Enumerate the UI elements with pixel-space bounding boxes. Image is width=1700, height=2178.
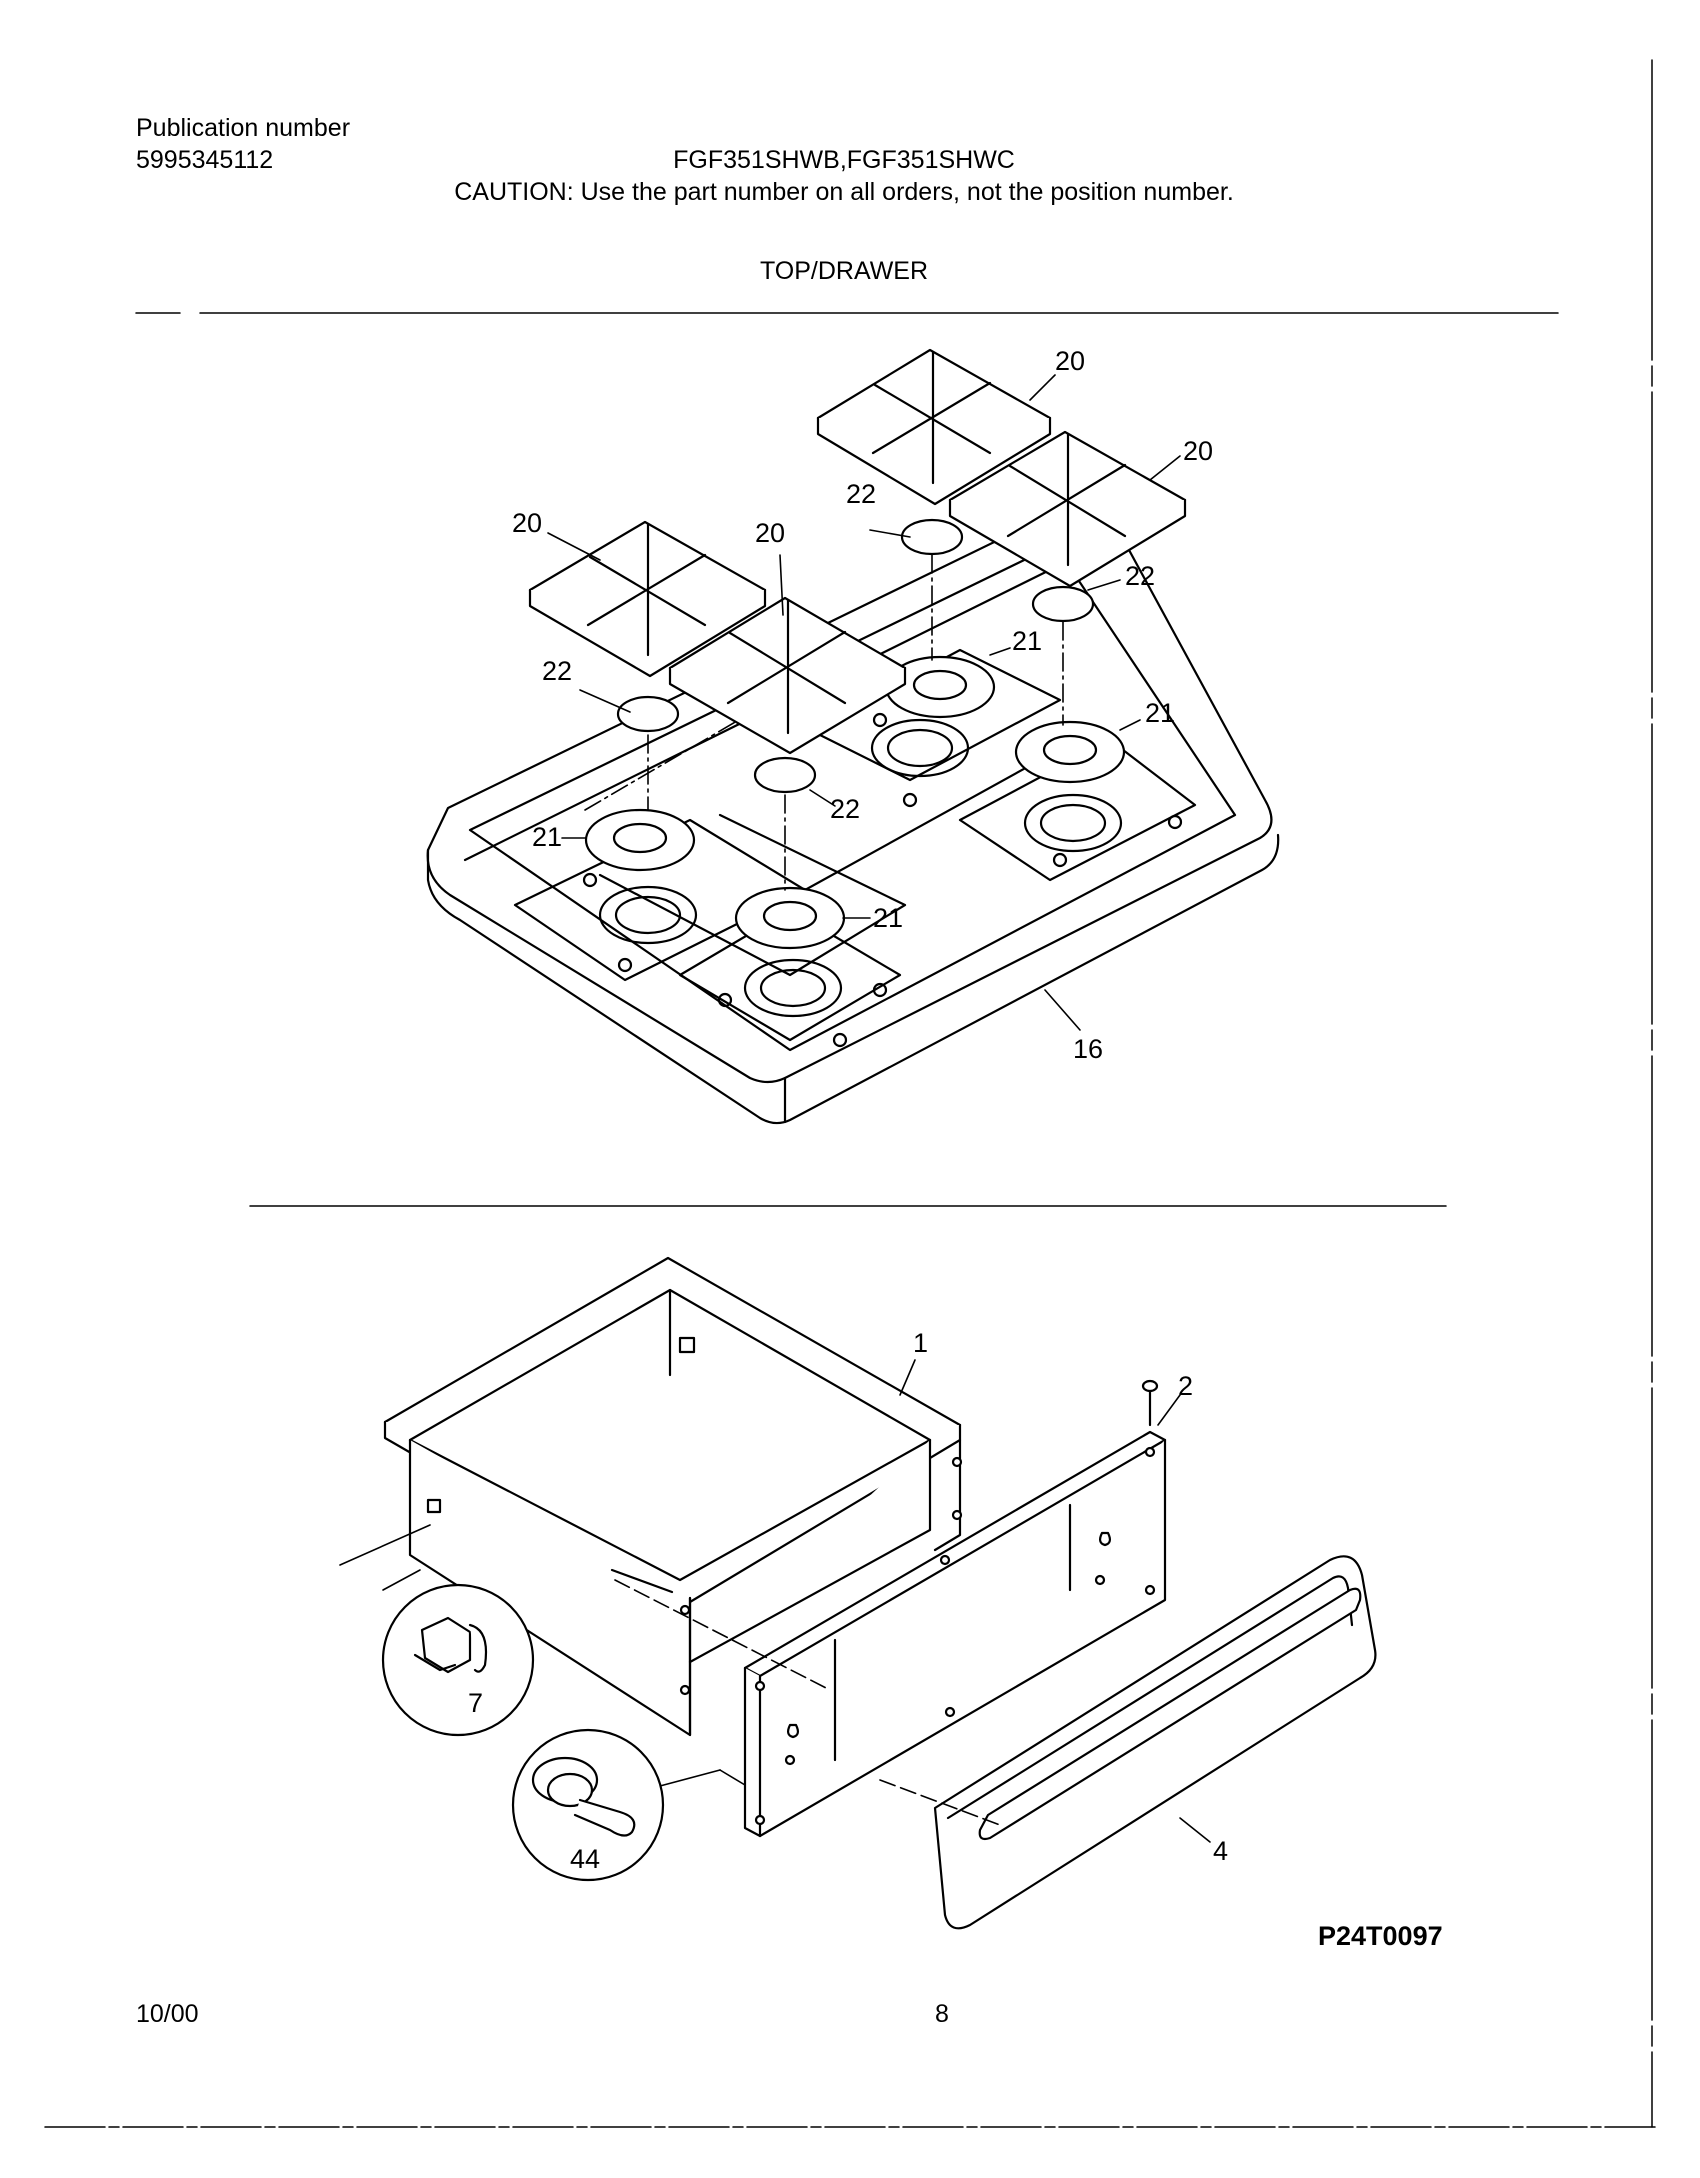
figure-code: P24T0097 [1318,1921,1443,1951]
section-title: TOP/DRAWER [759,257,929,285]
callout-1-drawer-body: 1 [913,1328,928,1358]
callout-22-right: 22 [1125,561,1155,591]
drawer-front-4 [933,1555,1377,1930]
publication-number: 5995345112 [136,146,274,174]
callout-22-back: 22 [846,479,876,509]
drawer-body-1 [383,1256,963,1737]
callout-21-left: 21 [532,822,562,852]
burner-head-21 [584,655,1126,950]
cooktop-16 [426,503,1280,1125]
callout-21-middle: 21 [873,903,903,933]
page-number: 8 [935,2000,949,2028]
callout-20-middle: 20 [755,518,785,548]
callout-22-left: 22 [542,656,572,686]
callout-20-left: 20 [512,508,542,538]
glide-detail-7 [339,1524,674,1737]
callout-7-glide: 7 [468,1688,483,1718]
model-numbers: FGF351SHWB,FGF351SHWC [673,146,1015,174]
burner-cap-22 [616,518,1095,794]
callout-20-back: 20 [1055,346,1085,376]
callout-21-right: 21 [1145,698,1175,728]
callout-21-back: 21 [1012,626,1042,656]
callout-44-roller: 44 [570,1844,600,1874]
grate-20 [528,348,1187,755]
footer-date: 10/00 [136,2000,199,2028]
callout-16-cooktop: 16 [1073,1034,1103,1064]
callout-22-middle: 22 [830,794,860,824]
callout-20-right: 20 [1183,436,1213,466]
callout-2-drawer-panel: 2 [1178,1371,1193,1401]
caution-text: CAUTION: Use the part number on all orde… [454,178,1234,206]
drawer-panel-2 [743,1379,1167,1838]
publication-label: Publication number [136,114,351,142]
callout-4-drawer-front: 4 [1213,1836,1228,1866]
roller-detail-44 [511,1728,746,1882]
